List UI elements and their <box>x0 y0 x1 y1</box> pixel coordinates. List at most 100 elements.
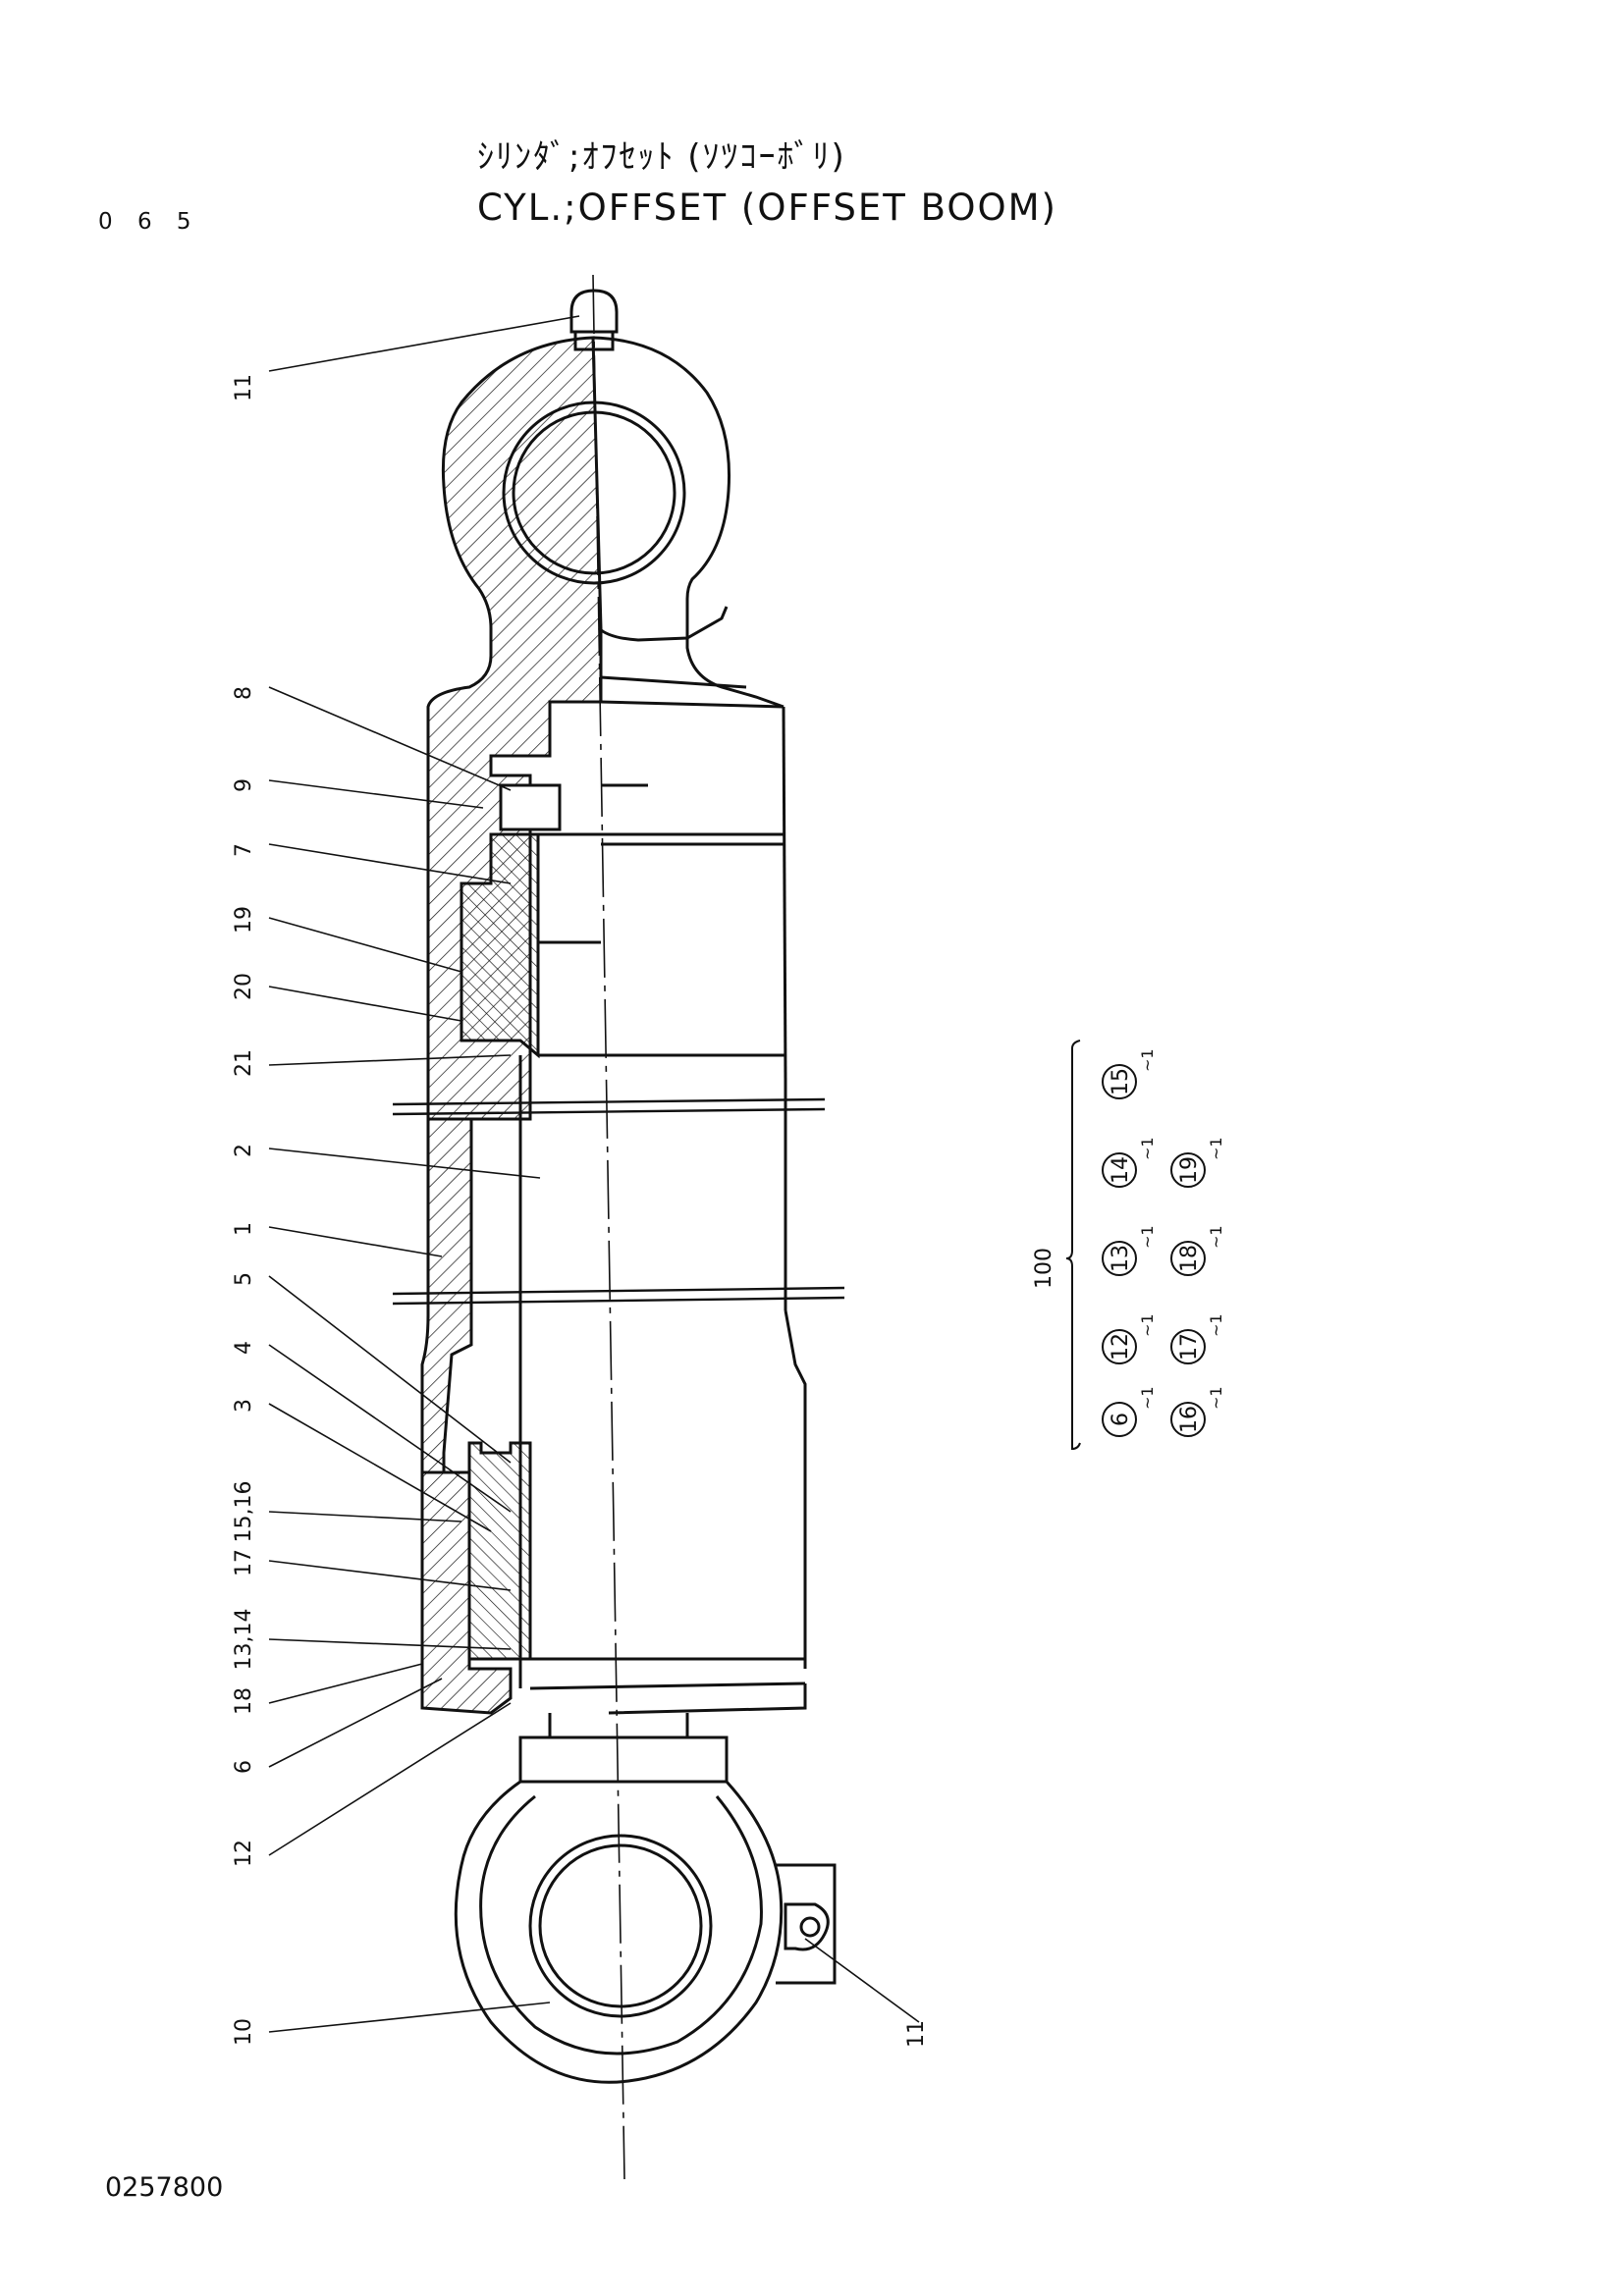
seal-kit-brace <box>1065 1040 1081 1451</box>
cylinder-head-section <box>420 1470 513 1715</box>
grease-nipple-bottom <box>784 1902 830 1951</box>
grease-nipple-bottom-housing <box>776 1863 837 1985</box>
kit-part-18: 18~1 <box>1170 1225 1225 1276</box>
leader-3 <box>268 1403 492 1532</box>
callout-18: 18 <box>232 1687 256 1715</box>
part-number: 18 <box>1177 1245 1202 1272</box>
part-circle <box>1102 1329 1137 1364</box>
centerline <box>592 274 625 2180</box>
callout-1: 1 <box>232 1222 256 1236</box>
seal-kit: 100 15~114~113~112~16~1 19~118~117~116~1 <box>1032 1040 1225 1451</box>
kit-part-16: 16~1 <box>1170 1386 1225 1437</box>
leader-18 <box>268 1663 423 1704</box>
part-number: 6 <box>1109 1413 1133 1426</box>
tube-right-wall <box>782 706 787 1081</box>
callout-labels: 11 8 9 7 19 20 21 2 1 5 4 3 15,16 17 13,… <box>232 374 929 2048</box>
break-line-upper <box>392 1097 826 1106</box>
part-circle <box>1102 1152 1137 1188</box>
leader-5 <box>268 1275 512 1464</box>
kit-part-17: 17~1 <box>1170 1313 1225 1364</box>
part-circle <box>1102 1064 1137 1099</box>
part-qty: ~1 <box>1138 1225 1157 1249</box>
callout-11-bottom: 11 <box>904 2020 929 2048</box>
callout-17: 17 <box>232 1549 256 1576</box>
kit-part-12: 12~1 <box>1102 1313 1157 1364</box>
document-number: 0257800 <box>105 2172 224 2203</box>
part-qty: ~1 <box>1138 1313 1157 1337</box>
title-english: CYL.;OFFSET (OFFSET BOOM) <box>477 187 1057 229</box>
part-qty: ~1 <box>1138 1137 1157 1160</box>
leader-17 <box>268 1560 512 1591</box>
leader-20 <box>268 986 462 1022</box>
part-qty: ~1 <box>1207 1313 1225 1337</box>
callout-13-14: 13,14 <box>232 1609 256 1671</box>
kit-part-19: 19~1 <box>1170 1137 1225 1188</box>
leader-13-14 <box>268 1638 512 1650</box>
break-line-lower <box>392 1286 845 1296</box>
seal-kit-number: 100 <box>1032 1248 1056 1289</box>
rod-eye-inner-ring <box>479 1794 763 2056</box>
callout-19: 19 <box>232 906 256 934</box>
head-eye-right <box>592 336 784 709</box>
part-qty: ~1 <box>1207 1386 1225 1410</box>
part-circle <box>1102 1241 1137 1276</box>
part-qty: ~1 <box>1138 1048 1157 1072</box>
part-number: 16 <box>1177 1406 1202 1433</box>
leader-6 <box>268 1678 443 1768</box>
callout-12: 12 <box>232 1840 256 1867</box>
leader-9 <box>268 779 484 809</box>
part-circle <box>1102 1402 1137 1437</box>
part-number: 14 <box>1109 1156 1133 1184</box>
part-circle <box>1170 1402 1206 1437</box>
callout-15-16: 15,16 <box>232 1481 256 1543</box>
leader-12 <box>268 1702 512 1856</box>
page-number: 0 6 5 <box>98 209 200 235</box>
leader-8 <box>268 686 512 791</box>
leader-10 <box>268 2002 551 2033</box>
part-circle <box>1170 1152 1206 1188</box>
part-number: 12 <box>1109 1333 1133 1361</box>
kit-part-13: 13~1 <box>1102 1225 1157 1276</box>
title-japanese: ｼﾘﾝﾀﾞ;ｵﾌｾｯﾄ (ｿﾂｺｰﾎﾞﾘ) <box>477 137 846 177</box>
callout-3: 3 <box>232 1399 256 1413</box>
callout-11-top: 11 <box>232 374 256 401</box>
rod-eye-outer <box>454 1780 784 2084</box>
leader-2 <box>268 1148 541 1179</box>
piston-section <box>460 832 540 1059</box>
callout-20: 20 <box>232 973 256 1000</box>
callout-10: 10 <box>232 2018 256 2046</box>
kit-part-6: 6 ~1 <box>1102 1386 1157 1437</box>
part-qty: ~1 <box>1207 1225 1225 1249</box>
tube-wall-section <box>420 1117 473 1474</box>
part-number: 13 <box>1109 1245 1133 1272</box>
piston-nut <box>499 783 562 831</box>
leader-11-bottom <box>804 1938 920 2023</box>
gland-section <box>467 1441 532 1661</box>
rod-eye-bore-inner <box>538 1843 703 2008</box>
part-qty: ~1 <box>1138 1386 1157 1410</box>
leader-7 <box>268 843 512 884</box>
head-eye-lug <box>600 675 747 689</box>
callout-8: 8 <box>232 686 256 700</box>
callout-6: 6 <box>232 1760 256 1774</box>
callout-9: 9 <box>232 778 256 792</box>
callout-4: 4 <box>232 1341 256 1355</box>
callout-7: 7 <box>232 843 256 857</box>
leader-21 <box>268 1054 512 1066</box>
kit-part-15: 15~1 <box>1102 1048 1157 1099</box>
leader-lines <box>268 315 920 2033</box>
leader-11-top <box>268 315 580 372</box>
head-eye-boss <box>597 606 729 642</box>
callout-5: 5 <box>232 1272 256 1286</box>
leader-15-16 <box>268 1511 462 1522</box>
kit-part-14: 14~1 <box>1102 1137 1157 1188</box>
part-number: 19 <box>1177 1156 1202 1184</box>
part-circle <box>1170 1329 1206 1364</box>
leader-1 <box>268 1226 443 1257</box>
part-number: 17 <box>1177 1333 1202 1361</box>
leader-4 <box>268 1344 512 1513</box>
rod-eye-collar <box>518 1735 729 1784</box>
head-eye-bore-outer <box>502 400 686 585</box>
part-number: 15 <box>1109 1068 1133 1095</box>
